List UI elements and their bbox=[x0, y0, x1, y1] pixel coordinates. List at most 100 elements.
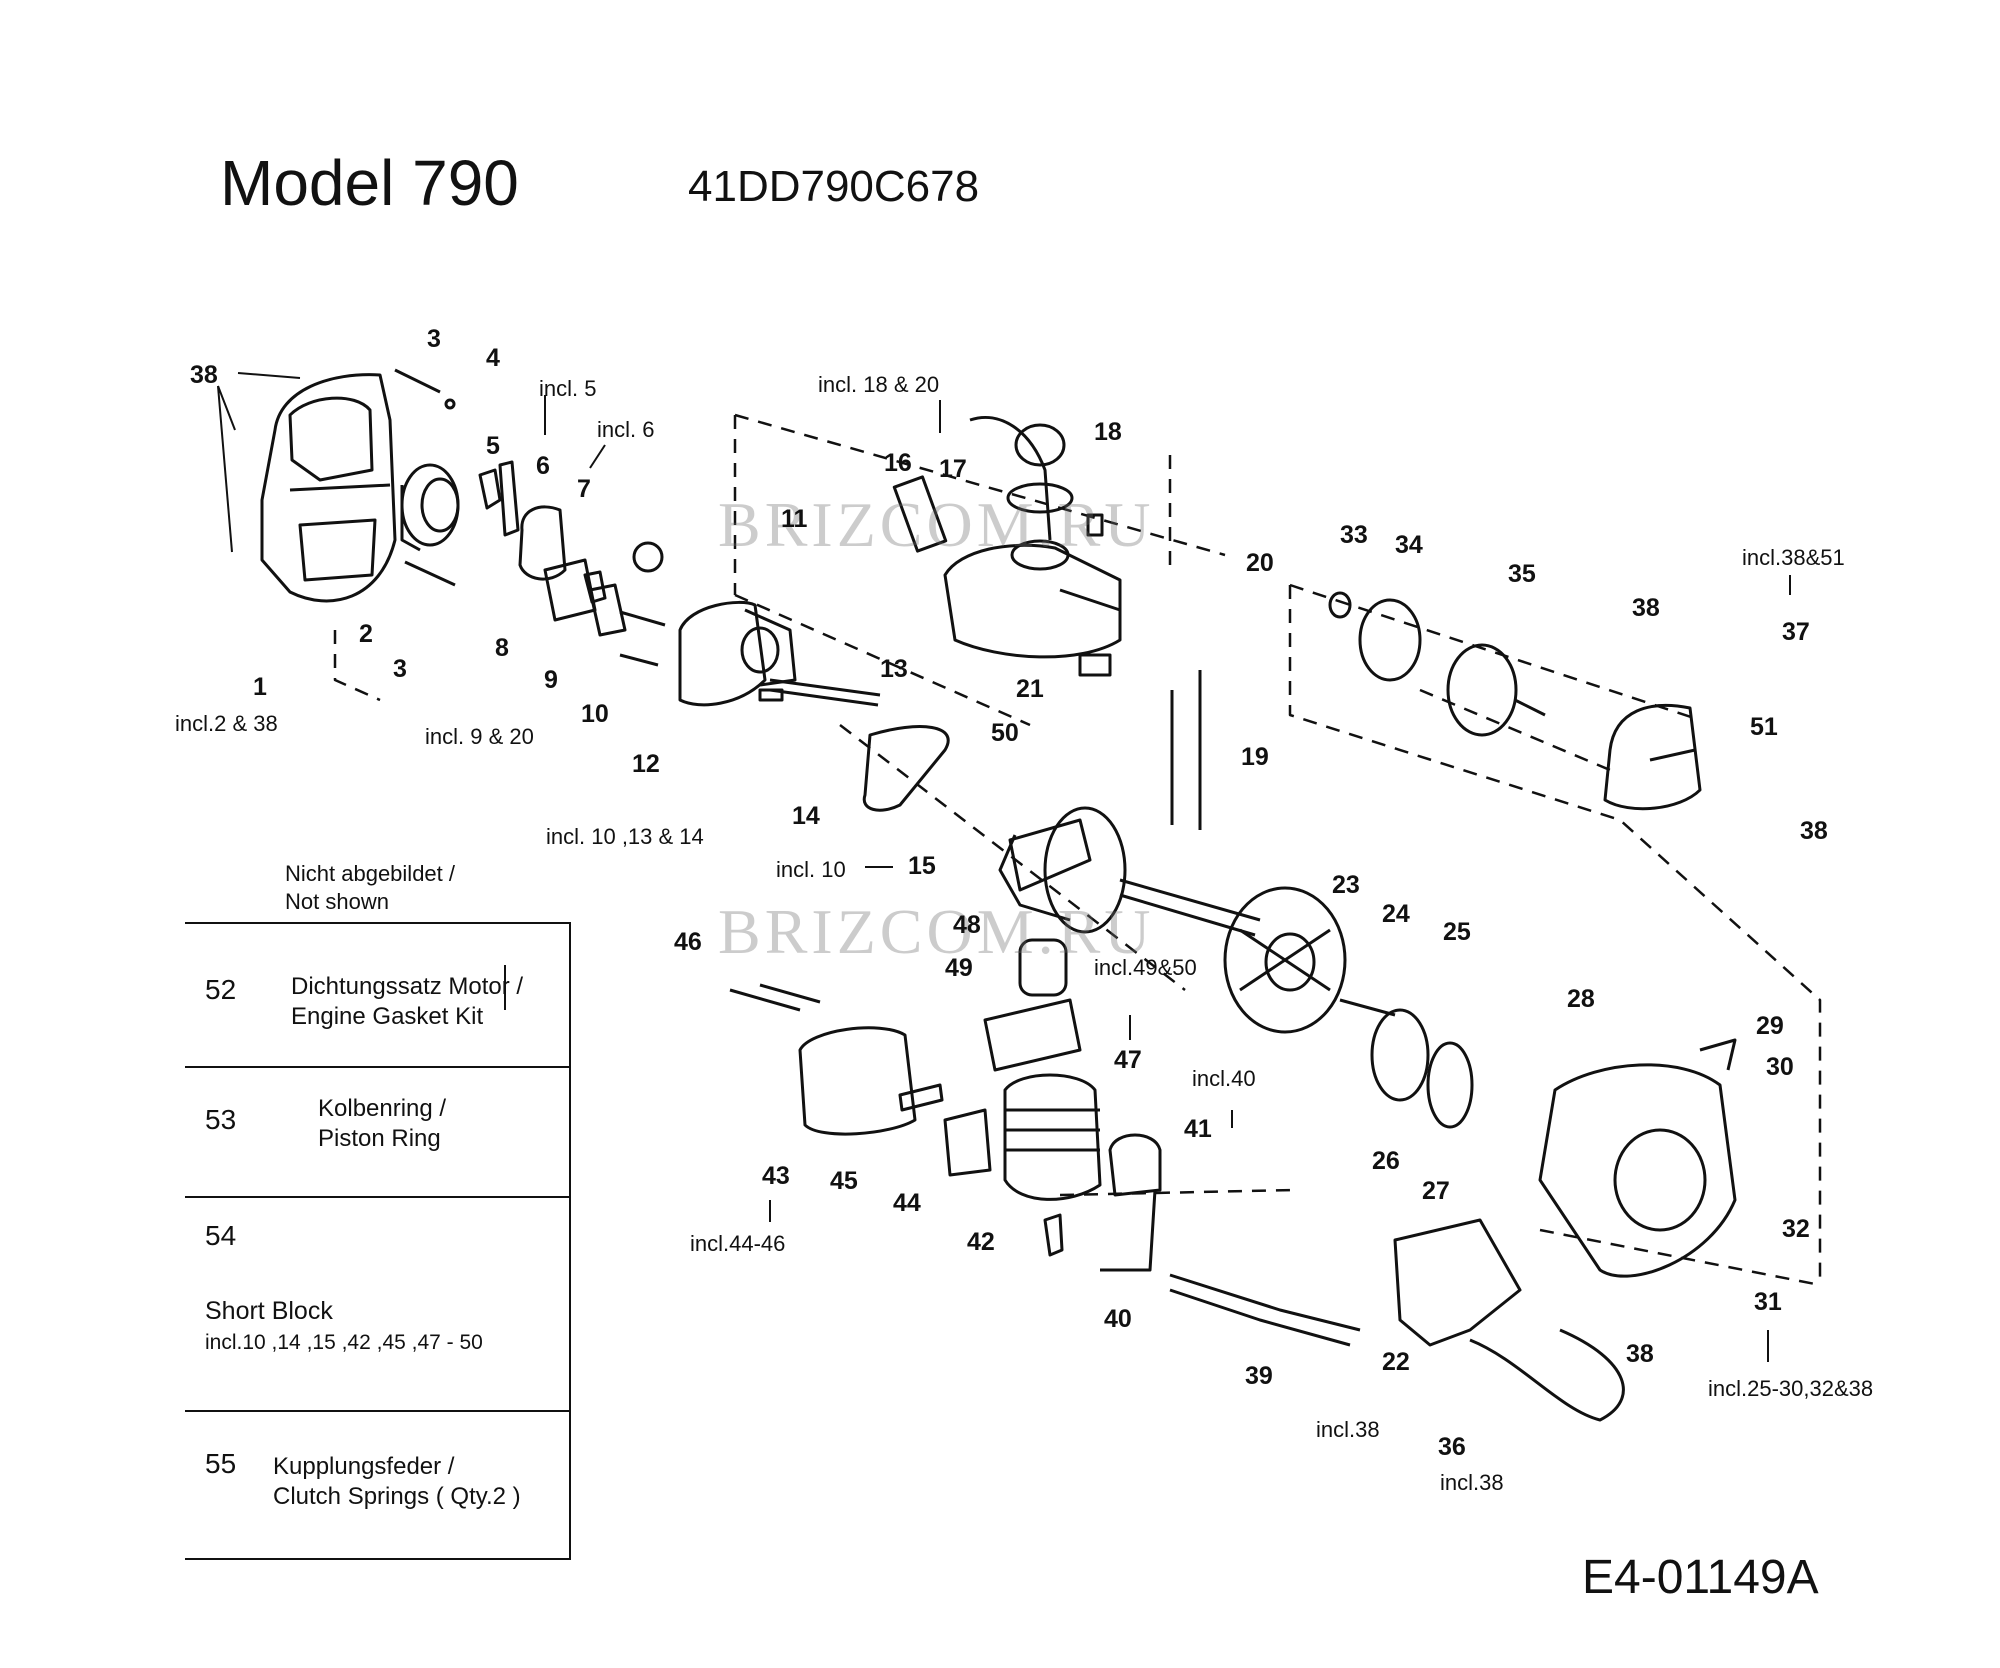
callout-40: 40 bbox=[1104, 1305, 1132, 1333]
not-shown-heading-de: Nicht abgebildet / bbox=[285, 861, 455, 886]
note-incl-38-b: incl.38 bbox=[1440, 1470, 1504, 1495]
callout-22: 22 bbox=[1382, 1348, 1410, 1376]
note-incl-38-a: incl.38 bbox=[1316, 1417, 1380, 1442]
part-description-53: Kolbenring / Piston Ring bbox=[318, 1094, 446, 1154]
part-name: Short Block bbox=[205, 1297, 333, 1325]
callout-38b: 38 bbox=[1632, 594, 1660, 622]
callout-4: 4 bbox=[486, 344, 500, 372]
callout-9: 9 bbox=[544, 666, 558, 694]
note-incl-38-51: incl.38&51 bbox=[1742, 545, 1845, 570]
not-shown-heading-en: Not shown bbox=[285, 889, 389, 914]
callout-45: 45 bbox=[830, 1167, 858, 1195]
callout-3b: 3 bbox=[393, 655, 407, 683]
cylinder-part-47 bbox=[1003, 1073, 1102, 1201]
callout-13: 13 bbox=[880, 655, 908, 683]
callout-30: 30 bbox=[1766, 1053, 1794, 1081]
flywheel-part-23 bbox=[1223, 886, 1347, 1034]
note-incl-40: incl.40 bbox=[1192, 1066, 1256, 1091]
callout-16: 16 bbox=[884, 449, 912, 477]
callout-3: 3 bbox=[427, 325, 441, 353]
part-number-54: 54 bbox=[205, 1220, 237, 1251]
callout-17: 17 bbox=[939, 455, 967, 483]
callout-38d: 38 bbox=[1626, 1340, 1654, 1368]
callout-43: 43 bbox=[762, 1162, 790, 1190]
callout-48: 48 bbox=[953, 911, 981, 939]
callout-27: 27 bbox=[1422, 1177, 1450, 1205]
callout-47: 47 bbox=[1114, 1046, 1142, 1074]
part-name-de: Kupplungsfeder / bbox=[273, 1453, 455, 1480]
callout-29: 29 bbox=[1756, 1012, 1784, 1040]
part-number-55: 55 bbox=[205, 1448, 237, 1479]
part-description-55: Kupplungsfeder / Clutch Springs ( Qty.2 … bbox=[273, 1452, 521, 1512]
note-incl-6: incl. 6 bbox=[597, 417, 655, 442]
callout-42: 42 bbox=[967, 1228, 995, 1256]
callout-19: 19 bbox=[1241, 743, 1269, 771]
part-name-de: Kolbenring / bbox=[318, 1095, 447, 1122]
callout-21: 21 bbox=[1016, 675, 1044, 703]
callout-31: 31 bbox=[1754, 1288, 1782, 1316]
note-incl-9-20: incl. 9 & 20 bbox=[425, 724, 534, 749]
callout-37: 37 bbox=[1782, 618, 1810, 646]
model-title: Model 790 bbox=[220, 147, 519, 219]
part-description-52: Dichtungssatz Motor / Engine Gasket Kit bbox=[291, 972, 523, 1032]
table-row-55: 55 Kupplungsfeder / Clutch Springs ( Qty… bbox=[185, 1410, 571, 1560]
callout-38: 38 bbox=[190, 361, 218, 389]
fuel-tank-part-17 bbox=[892, 415, 1122, 659]
table-row-54: 54 Short Block incl.10 ,14 ,15 ,42 ,45 ,… bbox=[185, 1196, 571, 1412]
note-incl-5: incl. 5 bbox=[539, 376, 597, 401]
callout-44: 44 bbox=[893, 1189, 921, 1217]
callout-50: 50 bbox=[991, 719, 1019, 747]
callout-41: 41 bbox=[1184, 1115, 1212, 1143]
note-incl-10-13-14: incl. 10 ,13 & 14 bbox=[546, 824, 704, 849]
not-shown-parts-table: 52 Dichtungssatz Motor / Engine Gasket K… bbox=[185, 922, 571, 1560]
callout-18: 18 bbox=[1094, 418, 1122, 446]
part-includes: incl.10 ,14 ,15 ,42 ,45 ,47 - 50 bbox=[205, 1331, 483, 1354]
callout-32: 32 bbox=[1782, 1215, 1810, 1243]
callout-11: 11 bbox=[781, 505, 808, 533]
air-filter-part-2 bbox=[400, 463, 460, 552]
watermark-upper: BRIZCOM.RU bbox=[718, 489, 1155, 560]
not-shown-heading: Nicht abgebildet / Not shown bbox=[285, 860, 455, 916]
callout-2: 2 bbox=[359, 620, 373, 648]
callout-12: 12 bbox=[632, 750, 660, 778]
note-incl-10: incl. 10 bbox=[776, 857, 846, 882]
callout-39: 39 bbox=[1245, 1362, 1273, 1390]
callout-8: 8 bbox=[495, 634, 509, 662]
callout-23: 23 bbox=[1332, 871, 1360, 899]
part-number: 41DD790C678 bbox=[688, 162, 980, 211]
part-description-54: Short Block incl.10 ,14 ,15 ,42 ,45 ,47 … bbox=[205, 1294, 483, 1358]
callout-26: 26 bbox=[1372, 1147, 1400, 1175]
note-incl-25-30-32-38: incl.25-30,32&38 bbox=[1708, 1376, 1874, 1401]
callout-10: 10 bbox=[581, 700, 609, 728]
callout-6: 6 bbox=[536, 452, 550, 480]
drawing-reference: E4-01149A bbox=[1582, 1551, 1819, 1604]
part-name-en: Piston Ring bbox=[318, 1125, 441, 1152]
note-incl-2-38: incl.2 & 38 bbox=[175, 711, 278, 736]
callout-25: 25 bbox=[1443, 918, 1471, 946]
callout-20: 20 bbox=[1246, 549, 1274, 577]
callout-5: 5 bbox=[486, 432, 500, 460]
callout-14: 14 bbox=[792, 802, 820, 830]
callout-38c: 38 bbox=[1800, 817, 1828, 845]
note-incl-49-50: incl.49&50 bbox=[1094, 955, 1197, 980]
callout-46: 46 bbox=[674, 928, 702, 956]
note-incl-18-20: incl. 18 & 20 bbox=[818, 372, 940, 397]
table-row-52: 52 Dichtungssatz Motor / Engine Gasket K… bbox=[185, 922, 571, 1068]
callout-35: 35 bbox=[1508, 560, 1536, 588]
housing-cover-part-1 bbox=[260, 373, 397, 603]
callout-15: 15 bbox=[908, 852, 936, 880]
part-name-en: Clutch Springs ( Qty.2 ) bbox=[273, 1483, 521, 1510]
callout-28: 28 bbox=[1567, 985, 1595, 1013]
part-number-53: 53 bbox=[205, 1104, 237, 1135]
callout-24: 24 bbox=[1382, 900, 1410, 928]
callout-51: 51 bbox=[1750, 713, 1778, 741]
note-incl-44-46: incl.44-46 bbox=[690, 1231, 786, 1256]
part-name-en: Engine Gasket Kit bbox=[291, 1003, 484, 1030]
table-border bbox=[569, 922, 571, 1558]
watermark-lower: BRIZCOM.RU bbox=[718, 896, 1155, 967]
callout-7: 7 bbox=[577, 475, 591, 503]
callout-1: 1 bbox=[253, 673, 267, 701]
callout-33: 33 bbox=[1340, 521, 1368, 549]
starter-housing-part-31 bbox=[1538, 1038, 1737, 1278]
